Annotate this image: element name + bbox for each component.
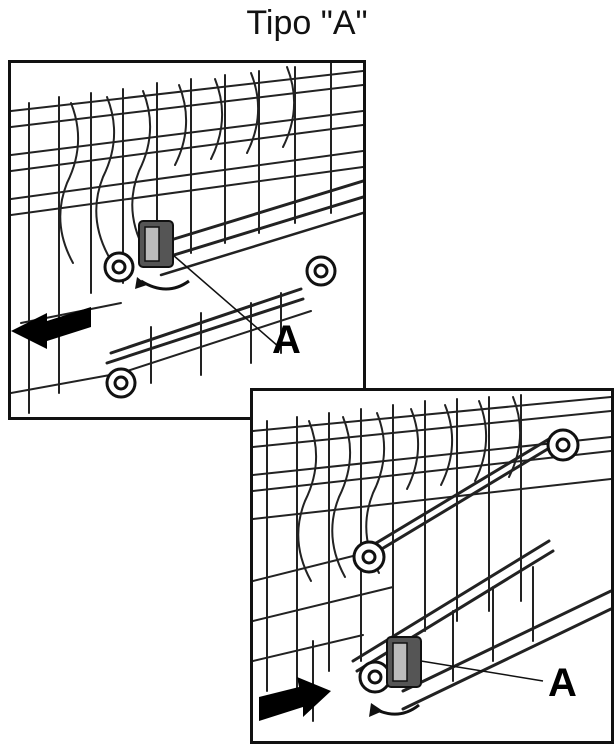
rotate-arrowhead-icon-1 (135, 277, 147, 289)
leader-line-2 (420, 660, 544, 682)
rack-illustration-1 (11, 63, 363, 414)
callout-a-2: A (548, 661, 577, 705)
panel-remove-rack (8, 60, 366, 420)
diagram-title: Tipo "A" (246, 4, 368, 42)
push-in-arrow-icon (259, 677, 331, 721)
rotate-arrowhead-icon-2 (369, 703, 383, 717)
callout-a-1: A (272, 318, 301, 362)
rotate-arrow-icon-2 (374, 703, 420, 716)
leader-line-1 (172, 254, 280, 348)
rack-illustration-2 (253, 394, 611, 722)
latch-a-2 (386, 636, 422, 688)
latch-a-1 (138, 220, 174, 268)
rotate-arrow-icon-1 (140, 279, 190, 291)
pull-out-arrow-icon (11, 307, 91, 349)
panel-insert-rack (250, 388, 614, 744)
